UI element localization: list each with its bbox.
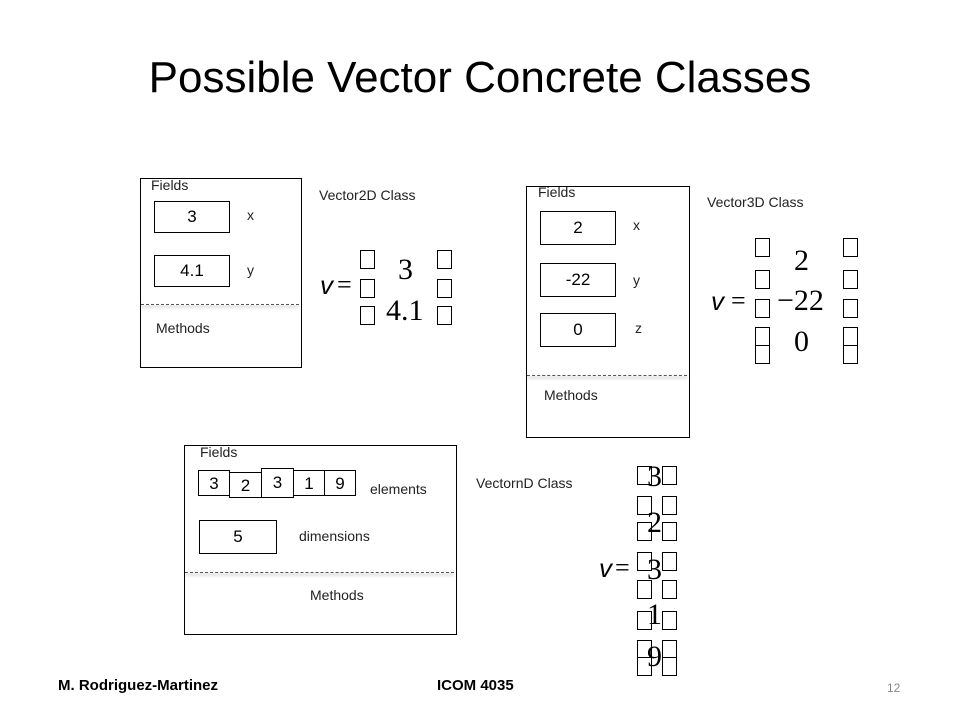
vector2d-x-field: 3 bbox=[154, 201, 230, 233]
vector2d-matrix-entry-1: 3 bbox=[398, 253, 413, 286]
vector3d-bracket-right-5 bbox=[843, 345, 858, 364]
vectornd-matrix-entry-5: 9 bbox=[647, 640, 662, 673]
vector3d-bracket-left-3 bbox=[755, 299, 770, 318]
vector2d-bracket-left-2 bbox=[360, 279, 375, 298]
vectornd-bracket-left-1 bbox=[637, 466, 652, 485]
vectornd-bracket-left-6 bbox=[637, 611, 652, 630]
vectornd-divider bbox=[185, 572, 454, 573]
vector2d-bracket-left-3 bbox=[360, 306, 375, 325]
vector2d-divider bbox=[141, 304, 299, 305]
vector2d-y-field: 4.1 bbox=[154, 255, 230, 287]
vector3d-v-symbol: v bbox=[711, 286, 724, 316]
vector3d-matrix-entry-2: −22 bbox=[777, 284, 824, 317]
vector3d-fields-label: Fields bbox=[538, 184, 576, 200]
vectornd-matrix-entry-1: 3 bbox=[647, 460, 662, 493]
vector2d-methods-label: Methods bbox=[156, 320, 210, 336]
vector2d-equals: = bbox=[337, 270, 352, 299]
footer-author: M. Rodriguez-Martinez bbox=[58, 677, 218, 694]
vector3d-z-field: 0 bbox=[540, 313, 616, 347]
vector3d-equals: = bbox=[731, 286, 746, 315]
vectornd-methods-label: Methods bbox=[310, 587, 364, 603]
vectornd-bracket-left-3 bbox=[637, 522, 652, 541]
vectornd-matrix-entry-2: 2 bbox=[647, 506, 662, 539]
vector3d-y-label: y bbox=[633, 272, 640, 288]
vectornd-bracket-right-5 bbox=[662, 580, 677, 599]
vector3d-bracket-left-1 bbox=[755, 238, 770, 257]
vectornd-bracket-left-5 bbox=[637, 580, 652, 599]
vectornd-bracket-right-6 bbox=[662, 611, 677, 630]
vector3d-z-label: z bbox=[635, 320, 642, 336]
vectornd-element-cell-3: 3 bbox=[261, 468, 294, 498]
vector3d-matrix-entry-1: 2 bbox=[794, 244, 809, 277]
vectornd-dimensions-field: 5 bbox=[199, 520, 277, 554]
vector3d-divider bbox=[527, 375, 687, 376]
vector2d-bracket-right-1 bbox=[437, 250, 452, 269]
vectornd-elements-label: elements bbox=[370, 481, 427, 497]
vectornd-element-cell-1: 3 bbox=[198, 470, 230, 496]
vector3d-bracket-left-5 bbox=[755, 345, 770, 364]
vector3d-y-field: -22 bbox=[540, 263, 616, 297]
footer-course: ICOM 4035 bbox=[437, 677, 514, 694]
vector2d-bracket-right-3 bbox=[437, 306, 452, 325]
vectornd-dimensions-label: dimensions bbox=[299, 528, 370, 544]
vector3d-class-label: Vector3D Class bbox=[707, 194, 804, 210]
vectornd-bracket-left-4 bbox=[637, 552, 652, 571]
vector3d-x-label: x bbox=[633, 217, 640, 233]
vector3d-bracket-right-1 bbox=[843, 238, 858, 257]
slide-number: 12 bbox=[887, 681, 901, 695]
vector2d-y-label: y bbox=[247, 262, 254, 278]
vectornd-bracket-right-1 bbox=[662, 466, 677, 485]
vectornd-bracket-right-4 bbox=[662, 552, 677, 571]
vector2d-bracket-left-1 bbox=[360, 250, 375, 269]
vector2d-bracket-right-2 bbox=[437, 279, 452, 298]
vectornd-bracket-right-2 bbox=[662, 496, 677, 515]
vector3d-bracket-left-4 bbox=[755, 327, 770, 346]
vector3d-bracket-right-3 bbox=[843, 299, 858, 318]
vectornd-class-label: VectornD Class bbox=[476, 475, 573, 491]
vectornd-bracket-left-8 bbox=[637, 657, 652, 676]
vector2d-matrix-entry-2: 4.1 bbox=[386, 294, 424, 327]
vectornd-element-cell-5: 9 bbox=[324, 470, 356, 496]
vectornd-matrix-entry-3: 3 bbox=[647, 553, 662, 586]
slide-title: Possible Vector Concrete Classes bbox=[148, 53, 812, 102]
vectornd-bracket-left-2 bbox=[637, 496, 652, 515]
vector2d-class-label: Vector2D Class bbox=[319, 187, 416, 203]
vector3d-bracket-right-4 bbox=[843, 327, 858, 346]
vector3d-methods-label: Methods bbox=[544, 387, 598, 403]
vector2d-x-label: x bbox=[247, 207, 254, 223]
vector3d-x-field: 2 bbox=[540, 211, 616, 245]
vectornd-matrix-entry-4: 1 bbox=[647, 598, 662, 631]
vectornd-fields-label: Fields bbox=[200, 444, 238, 460]
vectornd-element-cell-4: 1 bbox=[293, 470, 325, 496]
vectornd-v-symbol: v bbox=[599, 553, 612, 583]
vector3d-matrix-entry-3: 0 bbox=[794, 325, 809, 358]
vector2d-v-symbol: v bbox=[320, 270, 333, 300]
vectornd-bracket-right-3 bbox=[662, 522, 677, 541]
vectornd-element-cell-2: 2 bbox=[229, 472, 261, 498]
vectornd-bracket-right-8 bbox=[662, 657, 677, 676]
vector2d-fields-label: Fields bbox=[151, 177, 189, 193]
vector3d-bracket-left-2 bbox=[755, 270, 770, 289]
vectornd-equals: = bbox=[615, 553, 630, 582]
vector3d-bracket-right-2 bbox=[843, 270, 858, 289]
